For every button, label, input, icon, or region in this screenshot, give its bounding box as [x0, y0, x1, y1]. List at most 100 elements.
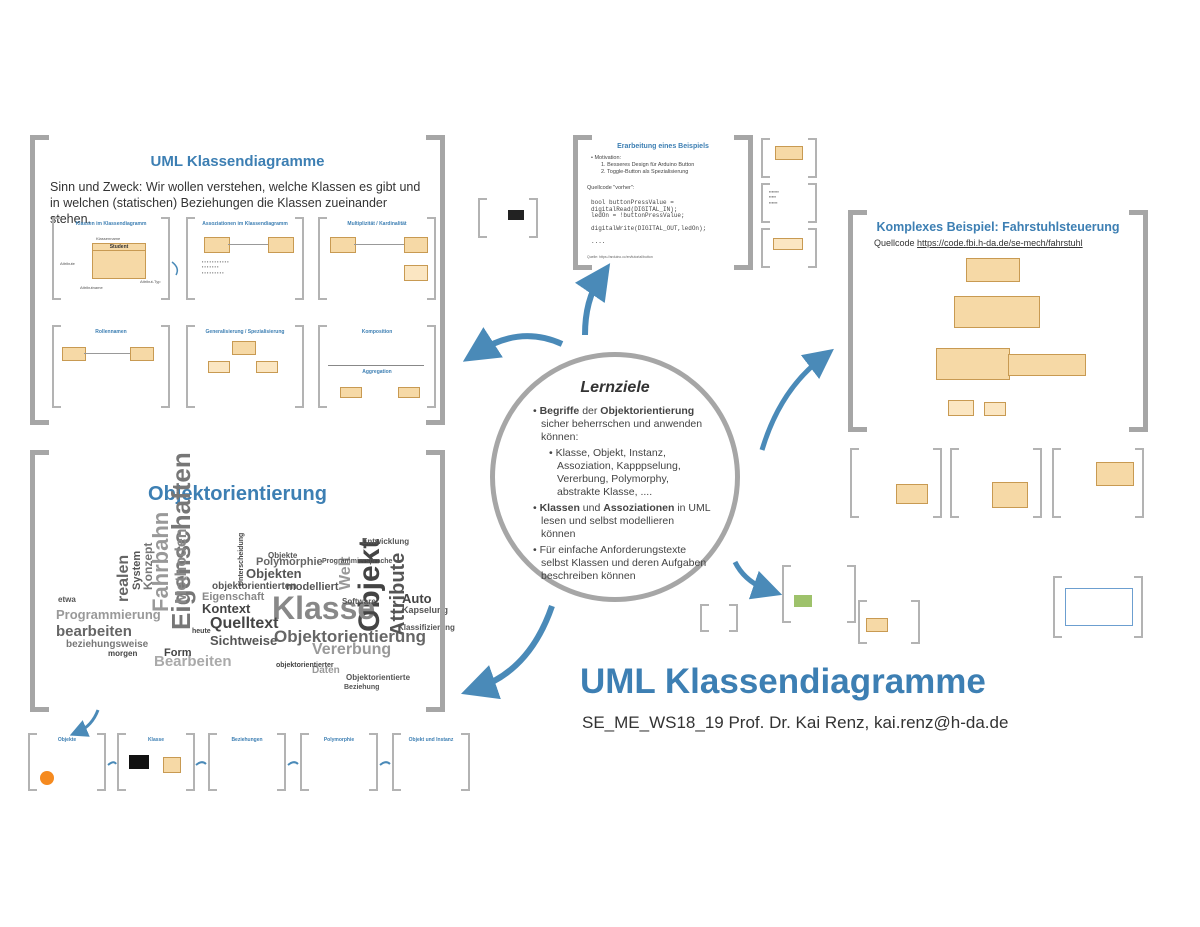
lernziel-1-bold-a: Begriffe: [539, 405, 580, 417]
motivation-text: Motivation:: [594, 155, 622, 161]
thumb-left-beispiel[interactable]: [478, 198, 538, 238]
fahrstuhl-slide-2[interactable]: [950, 448, 1042, 518]
slide-rollennamen[interactable]: Rollennamen: [52, 325, 170, 408]
bottom-slide-klasse[interactable]: Klasse: [117, 733, 195, 791]
fahrstuhl-class-4: [1008, 354, 1086, 376]
word: Quelltext: [210, 615, 279, 632]
word: Klasse: [272, 590, 376, 626]
fahrstuhl-class-1: [966, 258, 1020, 282]
code-line-1: bool buttonPressValue = digitalRead(DIGI…: [591, 199, 678, 213]
thumb-beispiel-2[interactable]: ▪▪▪▪▪▪▪▪▪▪▪▪▪▪▪▪▪▪: [761, 183, 817, 223]
lernziel-1-sub: • Klasse, Objekt, Instanz, Assoziation, …: [549, 447, 681, 498]
slide-klassen[interactable]: Klassen im Klassendiagramm Student Klass…: [52, 217, 170, 300]
fahrstuhl-quellcode: Quellcode https://code.fbi.h-da.de/se-me…: [874, 238, 1083, 248]
thumb-beispiel-3[interactable]: [761, 228, 817, 268]
lernziel-1-bold-b: Objektorientierung: [600, 405, 695, 417]
fahrstuhl-slide-3[interactable]: [1052, 448, 1144, 518]
arrow-bottom-4: [379, 761, 391, 766]
fahrstuhl-frame[interactable]: Komplexes Beispiel: Fahrstuhlsteuerung Q…: [848, 210, 1148, 432]
word: Beziehung: [344, 684, 380, 691]
word: heute: [192, 628, 211, 635]
bottom-slide-beziehungen[interactable]: Beziehungen: [208, 733, 286, 791]
fahrstuhl-class-5: [948, 400, 974, 416]
klasse-image: [129, 755, 149, 769]
far-right-slide[interactable]: [1053, 576, 1143, 638]
bottom-slide-objekte[interactable]: Objekte: [28, 733, 106, 791]
word: Sichtweise: [210, 633, 278, 648]
bottom-slide-polymorphie-title: Polymorphie: [323, 737, 355, 743]
label-datentyp: Attribut-Typ: [140, 279, 161, 284]
association-line: [228, 244, 268, 245]
word: objektorientierter: [276, 662, 334, 669]
uml-class-b: [268, 237, 294, 253]
uml-panel-title: UML Klassendiagramme: [150, 153, 325, 170]
code-line-4: ....: [591, 238, 606, 245]
lernziel-3-text: Für einfache Anforderungstexte selbst Kl…: [539, 544, 707, 582]
mid-slide-2[interactable]: [858, 600, 920, 644]
lernziel-1-rest: sicher beherrschen und anwenden können:: [541, 418, 703, 443]
lernziel-1-mid: der: [579, 405, 601, 417]
word: Kapselung: [402, 605, 449, 615]
bottom-slide-instanz[interactable]: Objekt und Instanz: [392, 733, 470, 791]
uml-class-a: [204, 237, 230, 253]
lernziel-2: • Klassen und Assoziationen in UML lesen…: [533, 502, 711, 540]
uml-class-name: Student: [93, 244, 145, 251]
motivation-point-1: 1. Besseres Design für Arduino Button: [601, 162, 695, 168]
beispiel-frame[interactable]: Erarbeitung eines Beispiels • Motivation…: [573, 135, 753, 270]
beispiel-source: Quelle: https://arduino.cc/en/tutorial/b…: [587, 255, 653, 259]
word: Methoden: [173, 528, 190, 604]
word: Entwicklung: [362, 537, 410, 546]
label-attributname: Attributname: [80, 285, 103, 290]
role-line: [84, 353, 130, 354]
word: Eigenschaft: [202, 591, 265, 603]
uml-overview-frame[interactable]: UML Klassendiagramme Sinn und Zweck: Wir…: [30, 135, 445, 425]
slide-klassen-title: Klassen im Klassendiagramm: [75, 221, 147, 227]
thumb-beispiel-1[interactable]: [761, 138, 817, 178]
mid-slide-1-image: [794, 595, 812, 607]
slide-assoziationen[interactable]: Assoziationen im Klassendiagramm ▪ ▪ ▪ ▪…: [186, 217, 304, 300]
fahrstuhl-link[interactable]: https://code.fbi.h-da.de/se-mech/fahrstu…: [917, 238, 1083, 248]
word: etwa: [58, 595, 76, 604]
word: Kontext: [202, 601, 251, 616]
slide-komposition[interactable]: Komposition Aggregation: [318, 325, 436, 408]
word: Programmierung: [56, 607, 161, 622]
arrow-to-mid-slides: [732, 560, 783, 600]
arrow-to-beispiel: [574, 263, 611, 336]
slide-generalisierung-title: Generalisierung / Spezialisierung: [205, 329, 285, 335]
uml-superclass: [232, 341, 256, 355]
main-title: UML Klassendiagramme: [580, 662, 986, 701]
lernziel-2-mid: und: [579, 502, 604, 514]
mid-slide-3[interactable]: [700, 604, 738, 632]
uml-class-g: [130, 347, 154, 361]
lernziele-circle[interactable]: Lernziele • Begriffe der Objektorientier…: [490, 352, 740, 602]
fahrstuhl-slide-1[interactable]: [850, 448, 942, 518]
word: Polymorphie: [256, 556, 323, 568]
fahrstuhl-class-2: [954, 296, 1040, 328]
word: modelliert: [286, 581, 339, 593]
thumb-text: ▪▪▪▪▪▪▪▪▪▪▪▪▪▪▪▪▪▪: [769, 189, 779, 205]
bottom-slide-instanz-title: Objekt und Instanz: [408, 737, 454, 743]
word: objektorientierten: [212, 581, 297, 592]
bottom-slide-polymorphie[interactable]: Polymorphie: [300, 733, 378, 791]
arrow-to-oo: [460, 605, 555, 700]
word: System: [131, 550, 143, 590]
bottom-slide-beziehungen-title: Beziehungen: [231, 737, 263, 743]
word: Objekte: [268, 551, 298, 560]
assoc-text: ▪ ▪ ▪ ▪ ▪ ▪ ▪ ▪ ▪ ▪ ▪▪ ▪ ▪ ▪ ▪ ▪ ▪▪ ▪ ▪ …: [202, 259, 229, 275]
arrow-bottom-3: [287, 761, 299, 766]
slide-multiplizitaet[interactable]: Multiplizität / Kardinalität: [318, 217, 436, 300]
slide-generalisierung[interactable]: Generalisierung / Spezialisierung: [186, 325, 304, 408]
fahrstuhl-title: Komplexes Beispiel: Fahrstuhlsteuerung: [876, 220, 1120, 234]
thumb-image: [508, 210, 524, 220]
word: Software: [342, 597, 376, 606]
mid-slide-1[interactable]: [782, 565, 856, 623]
lernziel-2-rest: in UML lesen und selbst modellieren könn…: [541, 502, 711, 540]
word: Form: [164, 647, 192, 659]
fahrstuhl-class-3: [936, 348, 1010, 380]
main-subtitle: SE_ME_WS18_19 Prof. Dr. Kai Renz, kai.re…: [582, 713, 1009, 732]
arrow-bottom-1: [107, 761, 117, 766]
oo-frame[interactable]: Objektorientierung Eigenschaften Objekt …: [30, 450, 455, 712]
word: Fahrbahn: [148, 511, 173, 612]
uml-class-d: [404, 237, 428, 253]
word: realen: [115, 554, 132, 602]
